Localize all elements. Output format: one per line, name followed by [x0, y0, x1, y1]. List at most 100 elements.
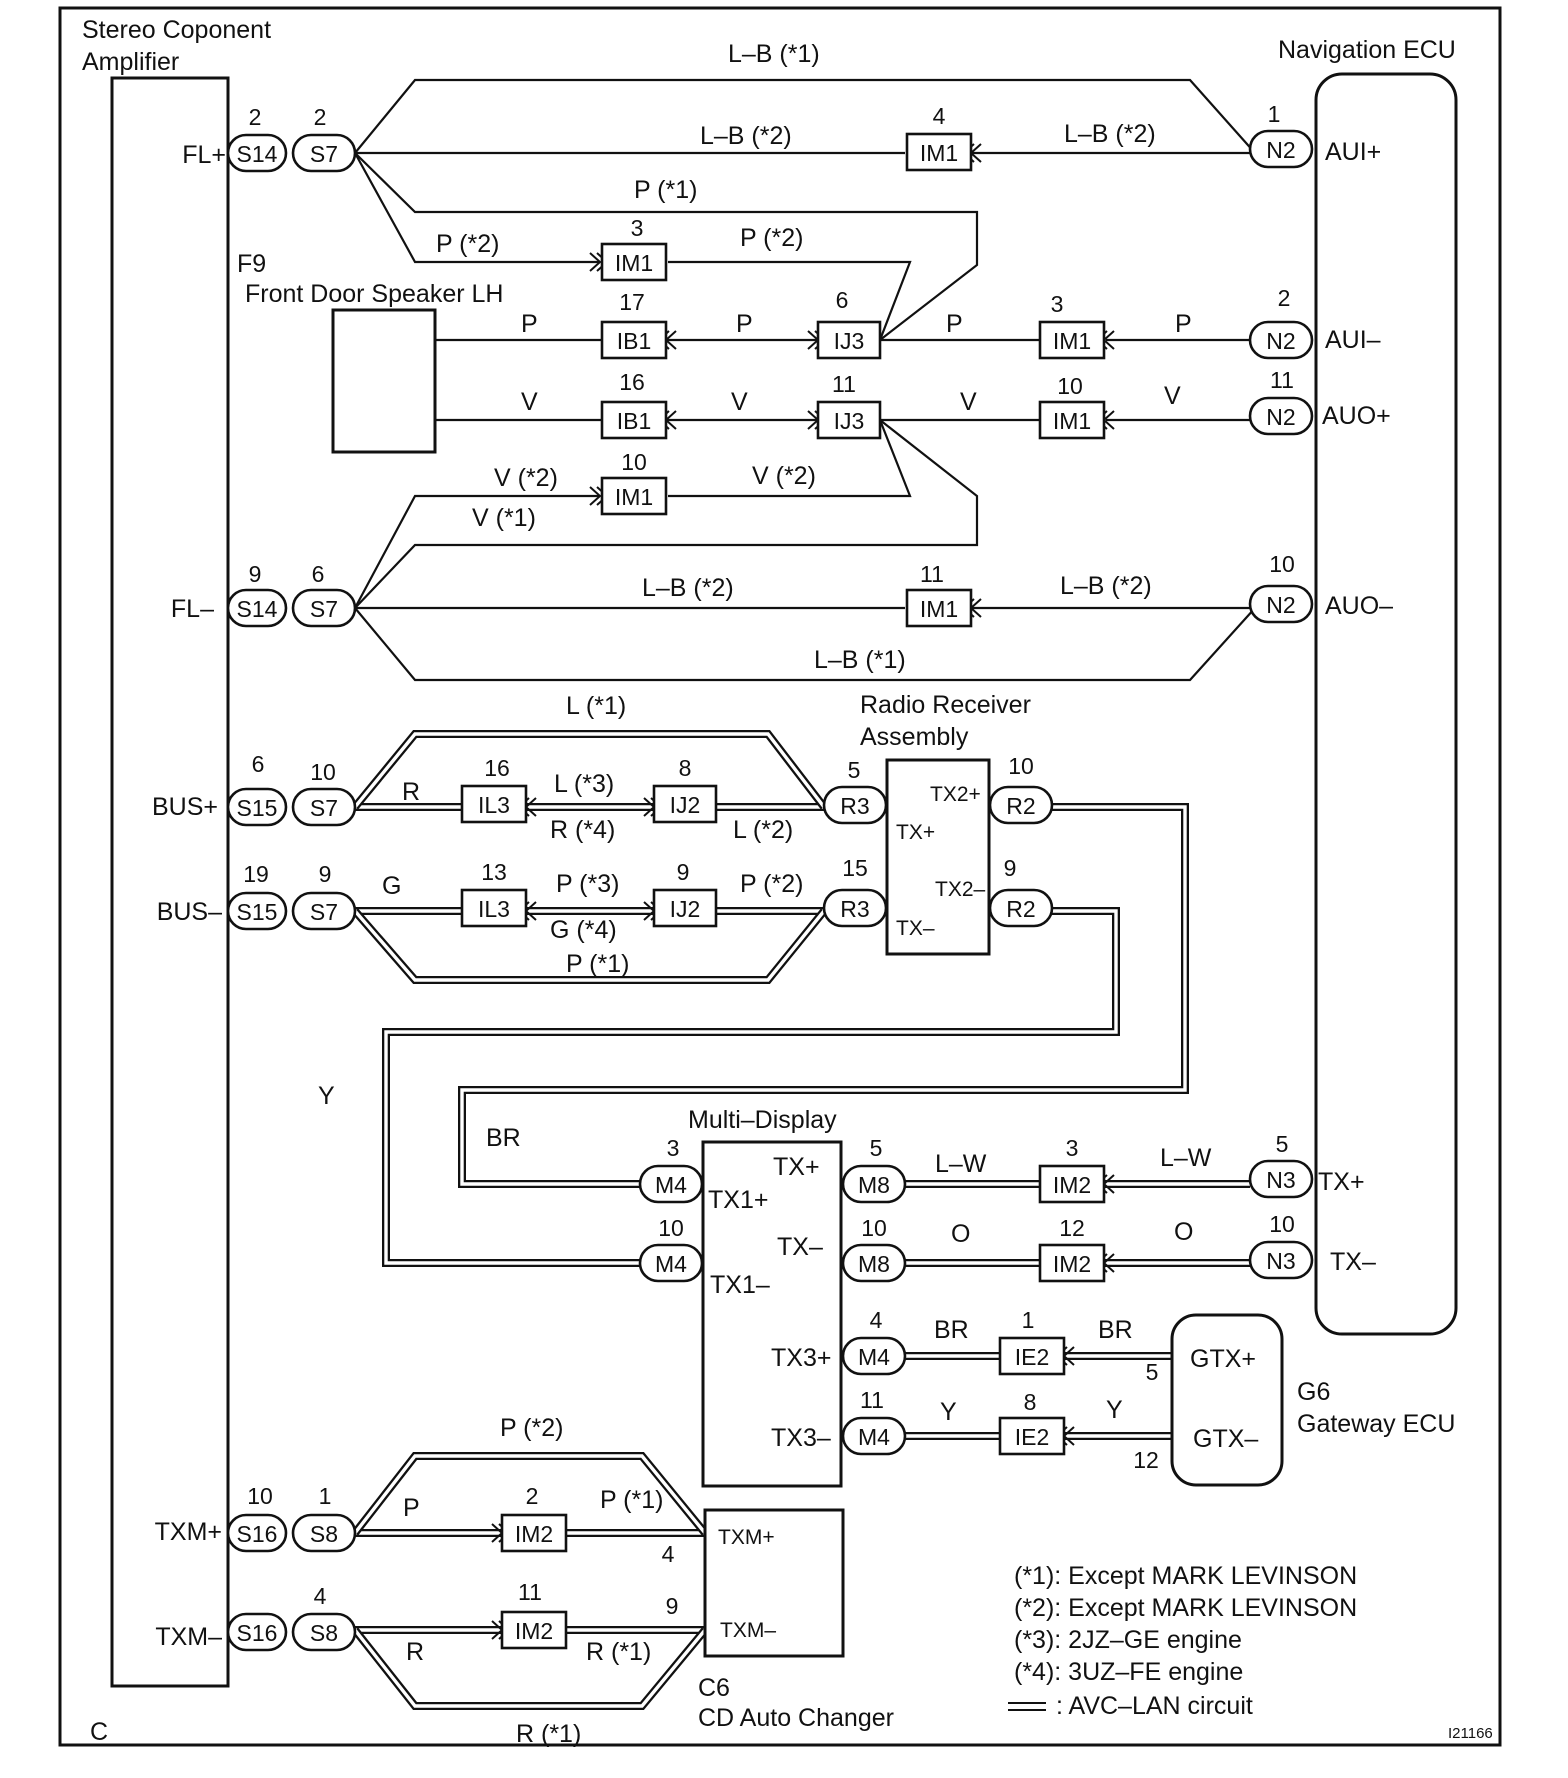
- svg-text:S8: S8: [310, 1620, 338, 1646]
- legend-note-4: (*4): 3UZ–FE engine: [1014, 1658, 1243, 1686]
- junction-ij3-11: IJ3: [816, 400, 882, 440]
- svg-text:BR: BR: [934, 1316, 969, 1344]
- svg-text:L–B (*2): L–B (*2): [1064, 120, 1156, 148]
- connector-arrow: [589, 486, 602, 506]
- svg-text:M4: M4: [858, 1344, 890, 1370]
- gateway-title: Gateway ECU: [1297, 1410, 1455, 1438]
- svg-text:L–B (*2): L–B (*2): [642, 574, 734, 602]
- svg-text:L–B (*2): L–B (*2): [700, 122, 792, 150]
- svg-text:S16: S16: [237, 1620, 278, 1646]
- svg-text:10: 10: [658, 1215, 684, 1241]
- connector-n2-auim: N2: [1248, 320, 1314, 360]
- svg-text:IM1: IM1: [920, 596, 958, 622]
- svg-text:9: 9: [319, 861, 332, 887]
- junction-im1-3b: IM1: [1038, 320, 1106, 360]
- navigation-ecu-title: Navigation ECU: [1278, 36, 1456, 64]
- svg-text:TX+: TX+: [1318, 1168, 1365, 1196]
- svg-text:IL3: IL3: [478, 896, 510, 922]
- radio-title-2: Assembly: [860, 723, 969, 751]
- svg-text:Y: Y: [318, 1082, 335, 1110]
- svg-text:6: 6: [836, 287, 849, 313]
- svg-text:BUS–: BUS–: [157, 898, 222, 926]
- pin-names: FL+ FL– BUS+ BUS– TXM+ TXM– AUI+ AUI– AU…: [152, 138, 1393, 1651]
- svg-text:IJ3: IJ3: [834, 408, 865, 434]
- svg-text:5: 5: [870, 1135, 883, 1161]
- svg-text:4: 4: [933, 103, 946, 129]
- svg-text:11: 11: [1270, 367, 1294, 393]
- svg-text:IM2: IM2: [515, 1618, 553, 1644]
- connector-m8-5: M8: [841, 1164, 907, 1204]
- junction-im1-10b: IM1: [1038, 400, 1106, 440]
- svg-text:IM1: IM1: [615, 484, 653, 510]
- legend-note-3: (*3): 2JZ–GE engine: [1014, 1626, 1242, 1654]
- connector-r2-10: R2: [988, 785, 1054, 825]
- svg-text:10: 10: [1008, 753, 1034, 779]
- junction-ie2-1: IE2: [998, 1336, 1066, 1376]
- svg-text:N2: N2: [1266, 592, 1295, 618]
- svg-text:11: 11: [860, 1387, 884, 1413]
- svg-text:TX1+: TX1+: [708, 1186, 768, 1214]
- svg-text:P (*2): P (*2): [436, 230, 499, 258]
- svg-text:R (*1): R (*1): [516, 1720, 581, 1748]
- legend-note-2: (*2): Except MARK LEVINSON: [1014, 1594, 1357, 1622]
- svg-text:N3: N3: [1266, 1248, 1295, 1274]
- svg-text:GTX+: GTX+: [1190, 1345, 1256, 1373]
- svg-text:10: 10: [861, 1215, 887, 1241]
- svg-text:19: 19: [243, 861, 269, 887]
- avc-lan-wire: [353, 1454, 707, 1535]
- junction-il3-13: IL3: [460, 888, 528, 928]
- svg-text:3: 3: [667, 1135, 680, 1161]
- connector-n2-auip: N2: [1248, 129, 1314, 169]
- svg-text:6: 6: [312, 561, 325, 587]
- svg-text:L–B (*1): L–B (*1): [814, 646, 906, 674]
- svg-text:V: V: [521, 388, 538, 416]
- svg-text:S8: S8: [310, 1521, 338, 1547]
- navigation-ecu-box: [1314, 72, 1458, 1336]
- svg-text:IM2: IM2: [1053, 1251, 1091, 1277]
- gateway-ecu-box: [1170, 1313, 1284, 1487]
- svg-text:S14: S14: [237, 141, 278, 167]
- svg-text:S7: S7: [310, 596, 338, 622]
- svg-text:M4: M4: [858, 1424, 890, 1450]
- svg-text:10: 10: [621, 449, 647, 475]
- svg-text:L–B (*1): L–B (*1): [728, 40, 820, 68]
- junction-ie2-8: IE2: [998, 1416, 1066, 1456]
- connector-s14-flp: S14: [226, 133, 288, 173]
- svg-text:TX–: TX–: [777, 1233, 823, 1261]
- svg-text:P (*1): P (*1): [566, 950, 629, 978]
- junction-im1-11: IM1: [905, 588, 973, 628]
- connector-n2-auom: N2: [1248, 584, 1314, 624]
- svg-text:AUO–: AUO–: [1325, 592, 1393, 620]
- svg-text:R2: R2: [1006, 793, 1035, 819]
- svg-text:V: V: [731, 388, 748, 416]
- svg-text:O: O: [1174, 1218, 1193, 1246]
- svg-text:S16: S16: [237, 1521, 278, 1547]
- junction-im2-3: IM2: [1038, 1164, 1106, 1204]
- svg-text:R3: R3: [840, 896, 869, 922]
- svg-text:IM1: IM1: [1053, 328, 1091, 354]
- svg-text:9: 9: [677, 859, 690, 885]
- svg-text:N2: N2: [1266, 404, 1295, 430]
- junction-im2-2: IM2: [500, 1513, 568, 1553]
- svg-text:16: 16: [484, 755, 510, 781]
- svg-text:L (*3): L (*3): [554, 770, 614, 798]
- connector-r3-15: R3: [822, 888, 888, 928]
- svg-text:L–W: L–W: [1160, 1144, 1212, 1172]
- avc-lan-wires: [351, 730, 1250, 1710]
- svg-text:P: P: [1175, 310, 1192, 338]
- svg-text:S7: S7: [310, 899, 338, 925]
- svg-text:TX3+: TX3+: [771, 1344, 831, 1372]
- multi-display-box: [701, 1140, 843, 1488]
- svg-text:IJ2: IJ2: [670, 792, 701, 818]
- connector-r2-9: R2: [988, 888, 1054, 928]
- svg-text:L (*1): L (*1): [566, 692, 626, 720]
- svg-text:TX2–: TX2–: [935, 878, 986, 901]
- amplifier-title-1: Stereo Coponent: [82, 16, 271, 44]
- svg-text:V (*2): V (*2): [752, 462, 816, 490]
- svg-text:L (*2): L (*2): [733, 816, 793, 844]
- connector-n3-txp: N3: [1248, 1159, 1314, 1199]
- svg-text:4: 4: [662, 1541, 675, 1567]
- svg-text:Y: Y: [940, 1398, 957, 1426]
- connector-s7-flp: S7: [291, 133, 357, 173]
- svg-text:1: 1: [319, 1483, 332, 1509]
